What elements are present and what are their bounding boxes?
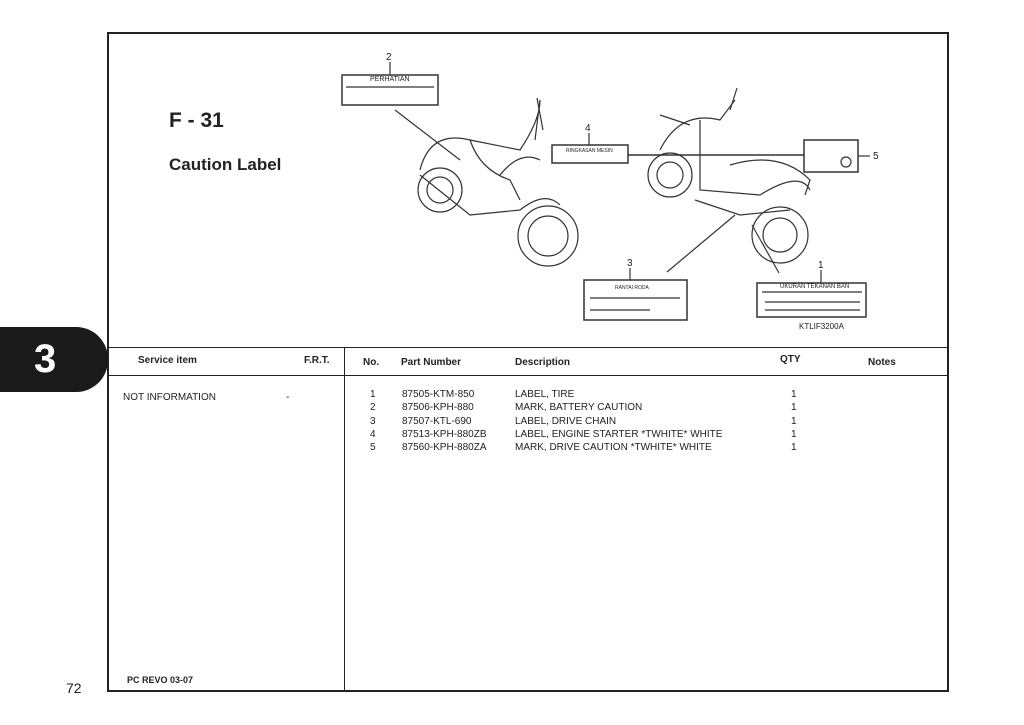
divider	[107, 375, 949, 376]
parts-row-part-number: 87505-KTM-850	[402, 389, 475, 400]
section-tab: 3	[0, 327, 108, 392]
parts-row-description: MARK, DRIVE CAUTION *TWHITE* WHITE	[515, 442, 712, 454]
page-number: 72	[66, 680, 82, 696]
parts-row-no: 4	[370, 428, 376, 440]
parts-row-description: MARK, BATTERY CAUTION	[515, 402, 643, 414]
label-text: RINGKASAN MESIN	[566, 148, 613, 154]
parts-row-qty: 1	[791, 415, 797, 427]
header-part-number: Part Number	[401, 357, 462, 368]
label-text: PERHATIAN	[370, 76, 410, 83]
parts-row-part-number: 87560-KPH-880ZA	[402, 442, 487, 454]
parts-row-description: LABEL, ENGINE STARTER *TWHITE* WHITE	[515, 428, 723, 440]
parts-row-part-number: 87513-KPH-880ZB	[402, 428, 487, 440]
callout-3: 3	[627, 258, 633, 269]
parts-row-no: 1	[370, 389, 376, 400]
header-notes: Notes	[868, 357, 896, 368]
parts-row-description: LABEL, TIRE	[515, 389, 575, 400]
parts-row-qty: 1	[791, 442, 797, 454]
column-divider	[344, 347, 345, 692]
frt-value: -	[286, 392, 290, 403]
figure-code: F - 31	[169, 109, 224, 132]
footer-model: PC REVO 03-07	[127, 675, 194, 685]
parts-row-no: 5	[370, 442, 376, 454]
header-frt: F.R.T.	[304, 355, 330, 366]
divider	[107, 347, 949, 348]
parts-row-no: 3	[370, 415, 376, 427]
figure-ref: KTLIF3200A	[799, 322, 844, 331]
callout-5: 5	[873, 151, 879, 162]
callout-2: 2	[386, 52, 392, 63]
motorcycle-right-view	[647, 87, 811, 264]
motorcycle-left-view	[417, 97, 579, 267]
header-no: No.	[363, 357, 380, 368]
parts-row-description: LABEL, DRIVE CHAIN	[515, 415, 617, 427]
header-service-item: Service item	[138, 355, 197, 366]
callout-1: 1	[818, 260, 824, 271]
page-frame	[107, 32, 949, 692]
parts-row-qty: 1	[791, 389, 797, 400]
parts-row-qty: 1	[791, 428, 797, 440]
callout-4: 4	[585, 123, 591, 134]
parts-row-part-number: 87506-KPH-880	[402, 402, 474, 414]
service-item: NOT INFORMATION	[123, 392, 216, 403]
label-text: UKURAN TEKANAN BAN	[780, 284, 850, 290]
parts-row-no: 2	[370, 402, 376, 414]
header-qty: QTY	[780, 354, 801, 365]
header-description: Description	[515, 357, 571, 368]
figure-title: Caution Label	[169, 155, 282, 174]
label-text: RANTAI RODA	[615, 285, 649, 291]
parts-row-part-number: 87507-KTL-690	[402, 415, 472, 427]
motorcycle-diagram	[341, 62, 870, 321]
parts-row-qty: 1	[791, 402, 797, 414]
